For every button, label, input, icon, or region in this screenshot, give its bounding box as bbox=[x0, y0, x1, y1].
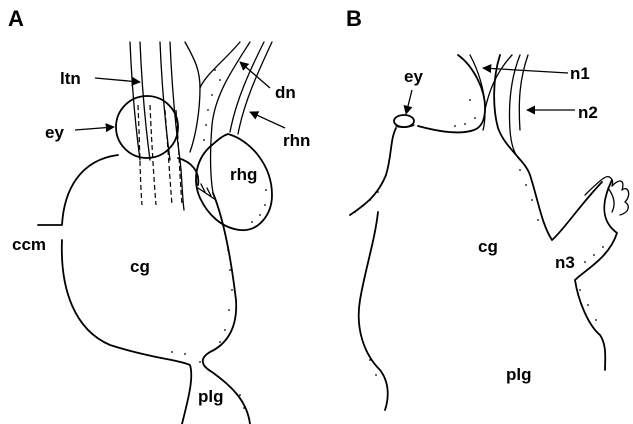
label-plg-a: plg bbox=[198, 387, 224, 406]
label-ccm: ccm bbox=[12, 235, 46, 254]
cerebral-ganglion-a-outline bbox=[38, 155, 250, 424]
rhn-arrow bbox=[250, 112, 285, 128]
eye-b bbox=[394, 115, 414, 127]
panel-a: A bbox=[8, 6, 310, 424]
panel-b-letter: B bbox=[346, 6, 362, 31]
label-dn: dn bbox=[275, 83, 296, 102]
label-n1: n1 bbox=[570, 64, 590, 83]
label-n3: n3 bbox=[555, 253, 575, 272]
connective-ticks-a bbox=[201, 184, 211, 196]
eye-a bbox=[116, 96, 178, 158]
panel-b: B bbox=[346, 6, 629, 410]
label-ey-b: ey bbox=[404, 67, 423, 86]
label-cg-b: cg bbox=[478, 237, 498, 256]
label-n2: n2 bbox=[578, 103, 598, 122]
label-rhn: rhn bbox=[283, 131, 310, 150]
ey-arrow-b bbox=[406, 90, 412, 114]
label-ey-a: ey bbox=[45, 123, 64, 142]
stipple-a bbox=[171, 69, 267, 409]
cerebral-ganglion-b-outline bbox=[350, 55, 617, 410]
panel-a-letter: A bbox=[8, 6, 24, 31]
label-cg-a: cg bbox=[130, 257, 150, 276]
label-ltn: ltn bbox=[60, 69, 81, 88]
ltn-arrow bbox=[95, 78, 140, 82]
ey-arrow-a bbox=[75, 127, 114, 130]
nerve-trunk-a bbox=[130, 42, 184, 210]
label-rhg: rhg bbox=[230, 165, 257, 184]
label-plg-b: plg bbox=[506, 365, 532, 384]
rhn-nerve-a bbox=[230, 42, 272, 134]
